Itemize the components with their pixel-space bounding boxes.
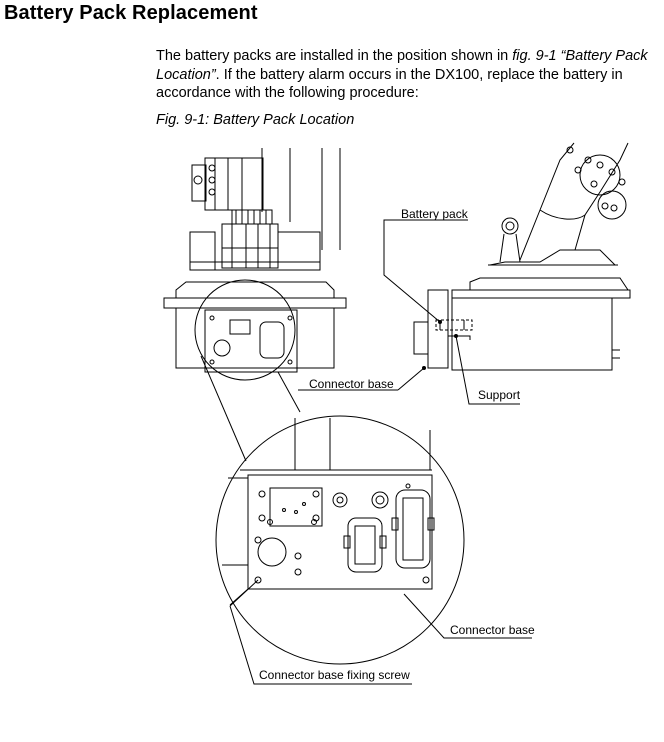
intro-text-2: . If the battery alarm occurs in the DX1…	[156, 66, 623, 102]
side-view-drawing	[413, 142, 631, 371]
label-fixing-screw: Connector base fixing screw	[259, 668, 410, 682]
intro-text-1: The battery packs are installed in the p…	[156, 48, 513, 64]
label-support: Support	[478, 388, 521, 402]
intro-paragraph: The battery packs are installed in the p…	[156, 47, 656, 103]
front-view-drawing	[163, 148, 347, 462]
figure-reference-title: “Battery Pack Location”	[156, 48, 648, 83]
label-connector-base-top: Connector base	[309, 377, 394, 391]
page-title: Battery Pack Replacement	[4, 2, 258, 24]
figure-reference-link[interactable]: fig. 9-1	[512, 48, 557, 64]
figure-caption: Fig. 9-1: Battery Pack Location	[156, 112, 355, 128]
leader-dots	[422, 320, 458, 370]
annotation-leaders	[229, 219, 532, 685]
label-battery-pack: Battery pack	[401, 207, 469, 221]
label-connector-base-bottom: Connector base	[450, 623, 535, 637]
connector-base-zoom	[215, 415, 465, 665]
